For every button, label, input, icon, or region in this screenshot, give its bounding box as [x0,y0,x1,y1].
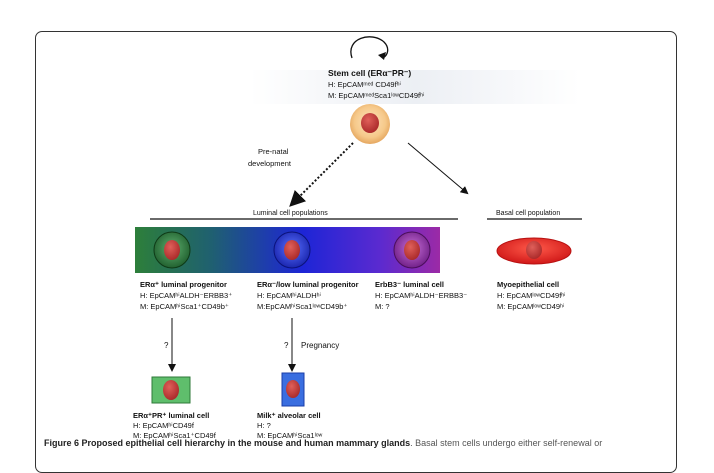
question-mark-2: ? [284,341,289,350]
myoepithelial-cell [496,237,572,265]
er-negative-progenitor-cell [273,231,311,269]
stem-mouse-markers: M: EpCAMᵐᵉᵈSca1ˡᵒʷCD49fʰⁱ [328,91,424,100]
er-pr-human: H: EpCAMʰⁱCD49f [133,421,195,430]
luminal-section-title: Luminal cell populations [253,210,328,217]
stem-title: Stem cell (ERα⁻PR⁻) [328,68,411,78]
erbb3-mouse: M: ? [375,302,390,311]
figure-caption: Figure 6 Proposed epithelial cell hierar… [44,437,670,449]
er-pos-title: ERα⁺ luminal progenitor [140,280,227,289]
er-pos-human: H: EpCAMʰⁱALDH⁻ERBB3⁺ [140,291,232,300]
stem-cell [350,104,390,144]
er-pos-mouse: M: EpCAMʰⁱSca1⁺CD49b⁺ [140,302,229,311]
erbb3-luminal-cell [393,231,431,269]
er-positive-progenitor-cell [153,231,191,269]
milk-human: H: ? [257,421,271,430]
pregnancy-label: Pregnancy [301,341,339,350]
self-renewal-arrow [350,36,389,60]
milk-alveolar-cell [281,372,305,407]
stem-human-markers: H: EpCAMᵐᵉᵈ CD49fʰⁱ [328,80,401,89]
caption-label: Figure 6 Proposed epithelial cell hierar… [44,438,411,448]
er-neg-mouse: M:EpCAMʰⁱSca1ˡᵒʷCD49b⁺ [257,302,347,311]
myo-human: H: EpCAMˡᵒʷCD49fʰⁱ [497,291,566,300]
milk-mouse: M: EpCAMʰⁱSca1ˡᵒʷ [257,431,323,440]
stem-band [250,70,580,104]
milk-title: Milk⁺ alveolar cell [257,411,321,420]
prenatal-label-1: Pre-natal [258,147,289,156]
basal-section-title: Basal cell population [496,210,560,217]
myo-title: Myoepithelial cell [497,280,559,289]
prenatal-label-2: development [248,159,292,168]
erbb3-human: H: EpCAMʰⁱALDH⁻ERBB3⁻ [375,291,467,300]
er-pr-title: ERα⁺PR⁺ luminal cell [133,411,209,420]
caption-text: . Basal stem cells undergo either self-r… [410,438,603,448]
er-pr-luminal-cell [151,376,191,404]
erbb3-title: ErbB3⁻ luminal cell [375,280,444,289]
er-pr-mouse: M: EpCAMʰⁱSca1⁺CD49f [133,431,217,440]
question-mark-1: ? [164,341,169,350]
prenatal-arrow [289,142,354,207]
basal-arrow [407,142,469,195]
er-neg-human: H: EpCAMʰⁱALDHʰⁱ [257,291,321,300]
myo-mouse: M: EpCAMˡᵒʷCD49ʰⁱ [497,302,564,311]
er-neg-title: ERα⁻/low luminal progenitor [257,280,359,289]
